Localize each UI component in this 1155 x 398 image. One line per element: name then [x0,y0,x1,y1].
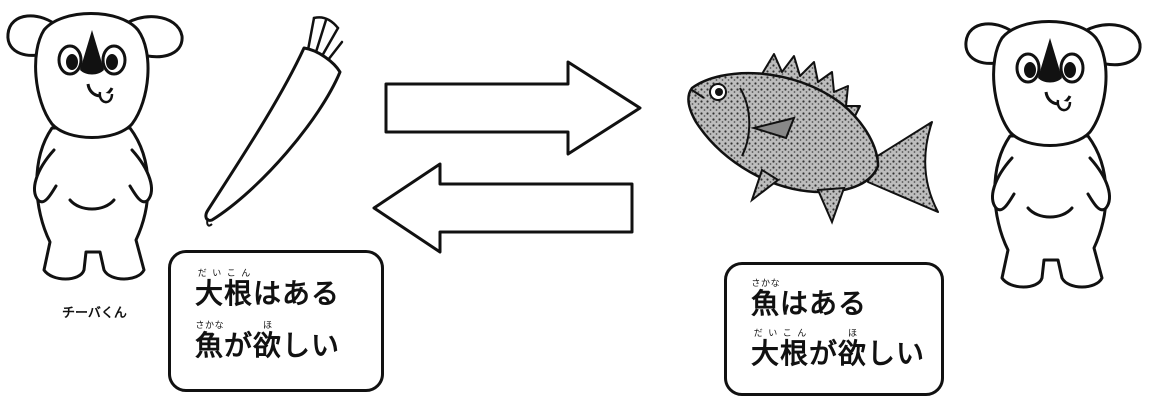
chiba-kun-right-figure [964,20,1142,289]
mascot-right [958,8,1153,298]
ruby-segment: 欲ほ [253,321,283,362]
fish-illustration [682,52,942,247]
ruby-base: 欲 [253,329,283,362]
left-note-line2: 魚さかなが欲ほしい [195,321,340,364]
ruby-segment: 欲ほ [838,329,868,370]
ruby-base: 欲 [838,337,868,370]
right-note-line2: 大根だいこんが欲ほしい [751,329,925,372]
text-segment: しい [867,337,926,370]
ruby-base: 大根 [751,337,810,370]
character-name-caption: チーバくん [62,306,127,321]
arrow-left [368,160,640,256]
arrow-right [378,58,648,158]
mascot-left [0,0,195,290]
ruby-reading: さかな [195,321,225,331]
right-arrow-icon [384,60,642,156]
text-segment: はある [780,287,868,320]
ruby-segment: 魚さかな [195,321,225,362]
right-note-box: 魚さかなはある 大根だいこんが欲ほしい [724,262,944,396]
ruby-reading: だいこん [195,269,254,279]
ruby-segment: 大根だいこん [751,329,810,370]
daikon-icon [204,16,344,227]
ruby-segment: 大根だいこん [195,269,254,310]
sea-bream-icon [687,53,939,225]
right-note-line1: 魚さかなはある [751,279,867,322]
ruby-reading: ほ [838,329,868,339]
text-segment: しい [282,329,341,362]
ruby-reading: さかな [751,279,781,289]
text-segment: が [224,329,254,362]
daikon-illustration [190,10,360,235]
left-note-line1: 大根だいこんはある [195,269,340,312]
ruby-base: 魚 [195,329,225,362]
ruby-base: 魚 [751,287,781,320]
left-arrow-icon [372,162,634,254]
text-segment: が [809,337,839,370]
chiba-kun-left-figure [6,12,184,281]
ruby-reading: だいこん [751,329,810,339]
text-segment: はある [253,277,341,310]
left-note-box: 大根だいこんはある 魚さかなが欲ほしい [168,250,384,392]
ruby-reading: ほ [253,321,283,331]
ruby-base: 大根 [195,277,254,310]
ruby-segment: 魚さかな [751,279,781,320]
